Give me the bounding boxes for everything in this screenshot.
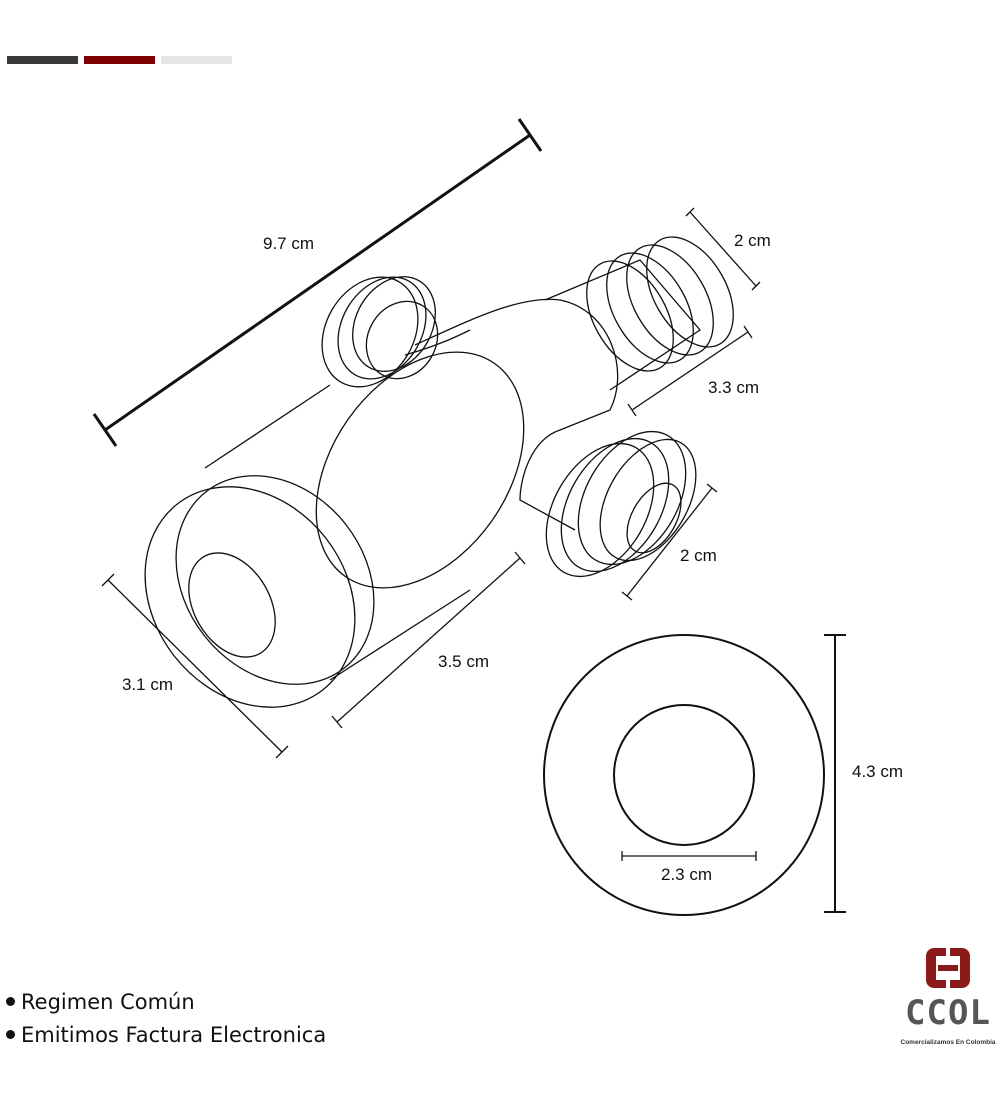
label-top-outlet-length: 3.3 cm — [708, 378, 759, 397]
label-cap-length: 3.5 cm — [438, 652, 489, 671]
label-top-outlet-diameter: 2 cm — [734, 231, 771, 250]
label-side-outlet-diameter: 2 cm — [680, 546, 717, 565]
dimension-face-inner — [621, 851, 757, 861]
label-cap-depth: 3.1 cm — [122, 675, 173, 694]
logo-tagline: Comercializamos En Colombia — [900, 1039, 996, 1046]
bullet-text: Regimen Común — [21, 989, 195, 1014]
bullet-dot-icon — [6, 997, 15, 1006]
dimension-side-outlet-diameter — [621, 483, 718, 601]
dimension-cap-depth — [101, 573, 289, 759]
header-bar-dark — [7, 56, 78, 64]
bullet-item: Regimen Común — [6, 985, 326, 1018]
valve-side-outlet — [545, 430, 697, 578]
dimension-face-outer — [824, 634, 846, 913]
valve-back-knob — [321, 276, 439, 388]
valve-top-outlet — [544, 236, 734, 391]
valve-cap-front — [144, 475, 375, 708]
label-overall-length: 9.7 cm — [263, 234, 314, 253]
ccol-logo: CCOL Comercializamos En Colombia — [896, 944, 1000, 1048]
header-bar-light — [161, 56, 232, 64]
bullet-dot-icon — [6, 1030, 15, 1039]
bullet-item: Emitimos Factura Electronica — [6, 1018, 326, 1051]
ccol-logo-mark-icon — [926, 948, 970, 988]
label-face-outer: 4.3 cm — [852, 762, 903, 781]
dimension-cap-length — [331, 551, 526, 729]
dimension-top-outlet-length — [627, 325, 753, 417]
valve-body — [404, 298, 619, 531]
bullet-list: Regimen Común Emitimos Factura Electroni… — [6, 985, 326, 1051]
dimension-overall-length — [92, 118, 543, 447]
dimension-top-outlet-diameter — [685, 207, 761, 291]
logo-name: CCOL — [905, 993, 991, 1033]
valve-collar — [204, 351, 525, 681]
bullet-text: Emitimos Factura Electronica — [21, 1022, 327, 1047]
front-view — [543, 634, 825, 916]
header-bar-red — [84, 56, 155, 64]
label-face-inner: 2.3 cm — [661, 865, 712, 884]
